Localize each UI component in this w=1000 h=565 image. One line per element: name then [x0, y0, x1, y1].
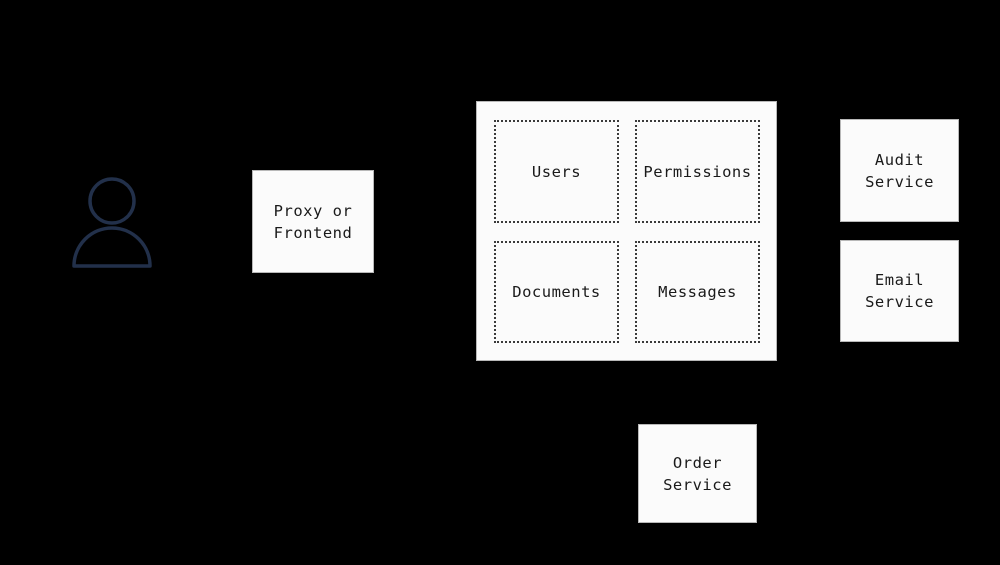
- module-users-label: Users: [531, 162, 582, 181]
- node-proxy-frontend-label: Proxy or Frontend: [273, 201, 353, 242]
- module-permissions-label: Permissions: [643, 162, 752, 181]
- module-documents-label: Documents: [512, 283, 601, 301]
- node-order-service[interactable]: Order Service: [638, 424, 757, 523]
- module-messages-label: Messages: [658, 283, 737, 301]
- actor-person[interactable]: [68, 172, 156, 268]
- module-permissions[interactable]: Permissions: [635, 120, 760, 223]
- node-email-service[interactable]: Email Service: [840, 240, 959, 342]
- module-documents[interactable]: Documents: [494, 241, 619, 343]
- module-messages[interactable]: Messages: [635, 241, 760, 343]
- node-audit-service-label: Audit Service: [865, 150, 934, 191]
- node-proxy-frontend[interactable]: Proxy or Frontend: [252, 170, 374, 273]
- node-order-service-label: Order Service: [663, 453, 732, 494]
- container-monolith[interactable]: Users Permissions Documents Messages: [476, 101, 777, 361]
- node-audit-service[interactable]: Audit Service: [840, 119, 959, 222]
- module-users[interactable]: Users: [494, 120, 619, 223]
- node-email-service-label: Email Service: [865, 271, 934, 311]
- person-icon: [68, 172, 156, 268]
- module-grid: Users Permissions Documents Messages: [494, 120, 760, 343]
